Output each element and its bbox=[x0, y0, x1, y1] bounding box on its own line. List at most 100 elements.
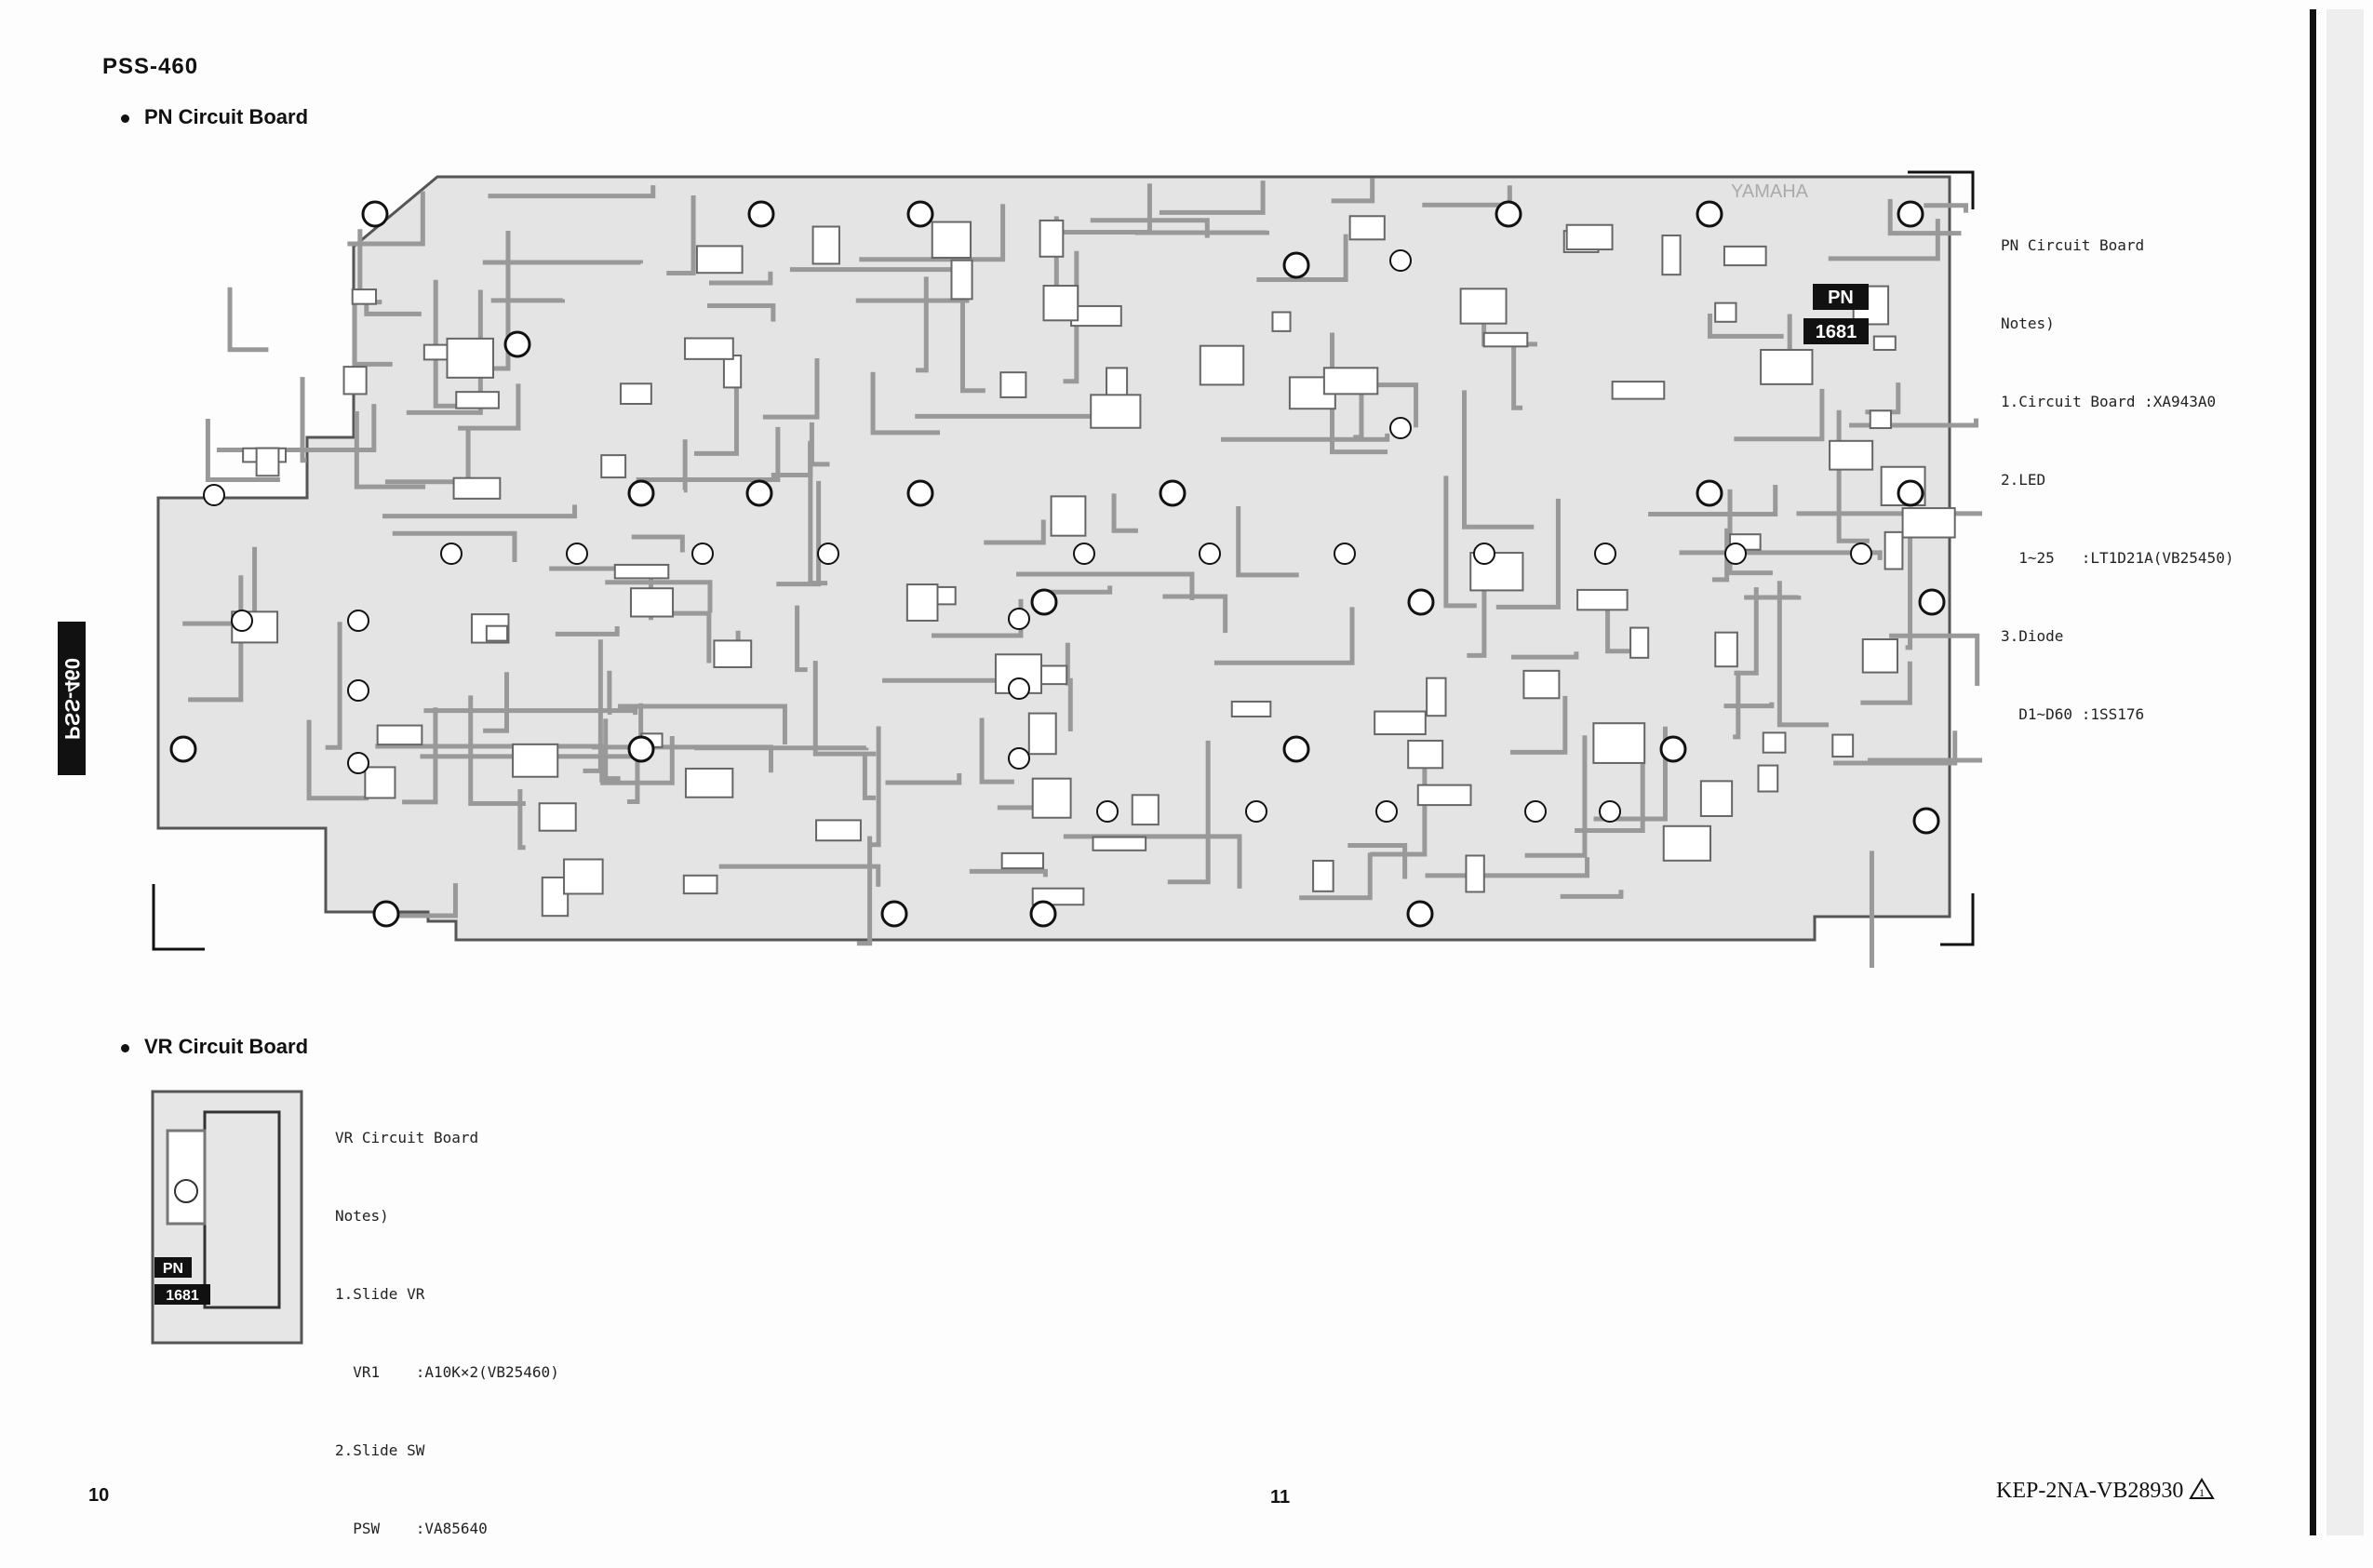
maker-mark: YAMAHA bbox=[1731, 181, 1809, 202]
solder-pad bbox=[1272, 312, 1290, 330]
solder-pad bbox=[1613, 382, 1665, 399]
pn-section-title: PN Circuit Board bbox=[121, 105, 308, 129]
pn-section-title-text: PN Circuit Board bbox=[144, 105, 308, 128]
led-symbol bbox=[1595, 543, 1616, 564]
solder-pad bbox=[1418, 785, 1471, 805]
led-symbol bbox=[1390, 418, 1411, 438]
solder-pad bbox=[1427, 678, 1445, 717]
led-symbol bbox=[204, 485, 224, 505]
note-line: Notes) bbox=[335, 1203, 559, 1229]
solder-pad bbox=[1133, 795, 1159, 824]
mounting-hole bbox=[629, 737, 653, 761]
vr-circuit-board: PN 1681 bbox=[149, 1084, 307, 1349]
led-symbol bbox=[232, 610, 252, 631]
led-symbol bbox=[1525, 801, 1546, 822]
note-line: 1~25 :LT1D21A(VB25450) bbox=[2001, 545, 2233, 571]
solder-pad bbox=[257, 449, 279, 476]
solder-pad bbox=[365, 767, 395, 797]
solder-pad bbox=[1091, 395, 1140, 427]
note-line: 2.LED bbox=[2001, 467, 2233, 493]
solder-pad bbox=[1466, 855, 1483, 891]
document-code: KEP-2NA-VB28930 1 bbox=[1996, 1478, 2215, 1504]
solder-pad bbox=[1408, 741, 1442, 768]
vr-section-title: VR Circuit Board bbox=[121, 1035, 308, 1059]
solder-pad bbox=[378, 726, 422, 745]
binding-bar bbox=[2310, 9, 2316, 1535]
solder-pad bbox=[454, 478, 501, 499]
vr-notes: VR Circuit Board Notes) 1.Slide VR VR1 :… bbox=[335, 1073, 559, 1568]
led-symbol bbox=[1725, 543, 1746, 564]
led-symbol bbox=[1009, 678, 1029, 699]
mounting-hole bbox=[1898, 202, 1923, 226]
document-code-text: KEP-2NA-VB28930 bbox=[1996, 1479, 2183, 1503]
solder-pad bbox=[1523, 671, 1559, 698]
mounting-hole bbox=[1697, 202, 1722, 226]
solder-pad bbox=[932, 222, 971, 258]
solder-pad bbox=[615, 565, 669, 578]
solder-pad bbox=[540, 803, 576, 830]
vr-pn-label: PN bbox=[163, 1261, 183, 1277]
solder-pad bbox=[1313, 861, 1334, 891]
warning-triangle-icon: 1 bbox=[2189, 1478, 2215, 1500]
note-line: VR Circuit Board bbox=[335, 1125, 559, 1151]
solder-pad bbox=[1000, 372, 1026, 397]
solder-pad bbox=[1052, 496, 1086, 535]
note-line: Notes) bbox=[2001, 311, 2233, 337]
mounting-hole bbox=[171, 737, 195, 761]
bullet-icon bbox=[121, 1044, 129, 1052]
led-symbol bbox=[1246, 801, 1267, 822]
solder-pad bbox=[1662, 235, 1680, 275]
solder-pad bbox=[1200, 346, 1243, 385]
mounting-hole bbox=[908, 481, 932, 505]
copper-trace bbox=[230, 288, 268, 350]
copper-trace bbox=[608, 671, 610, 713]
solder-pad bbox=[686, 769, 732, 797]
mounting-hole bbox=[1408, 902, 1432, 926]
solder-pad bbox=[1093, 838, 1146, 851]
solder-pad bbox=[1885, 532, 1903, 570]
solder-pad bbox=[714, 640, 751, 667]
copper-trace bbox=[491, 299, 563, 300]
pn-board-code: 1681 bbox=[1816, 322, 1857, 342]
solder-pad bbox=[456, 392, 499, 408]
model-title: PSS-460 bbox=[102, 54, 198, 80]
note-line: 1.Slide VR bbox=[335, 1281, 559, 1307]
solder-pad bbox=[951, 261, 972, 300]
mounting-hole bbox=[882, 902, 906, 926]
mounting-hole bbox=[363, 202, 387, 226]
mounting-hole bbox=[1031, 902, 1055, 926]
solder-pad bbox=[353, 289, 376, 304]
led-symbol bbox=[348, 610, 369, 631]
solder-pad bbox=[447, 339, 493, 378]
mounting-hole bbox=[1898, 481, 1923, 505]
pn-notes: PN Circuit Board Notes) 1.Circuit Board … bbox=[2001, 181, 2233, 754]
mounting-hole bbox=[1661, 737, 1685, 761]
solder-pad bbox=[1715, 303, 1736, 322]
copper-trace bbox=[1135, 231, 1267, 233]
mounting-hole bbox=[1496, 202, 1521, 226]
led-symbol bbox=[1390, 250, 1411, 271]
led-symbol bbox=[1097, 801, 1118, 822]
mounting-hole bbox=[1284, 253, 1308, 277]
svg-text:1: 1 bbox=[2199, 1486, 2205, 1499]
solder-pad bbox=[1830, 441, 1872, 470]
solder-pad bbox=[697, 246, 743, 273]
solder-pad bbox=[1350, 216, 1385, 239]
led-symbol bbox=[567, 543, 587, 564]
mounting-hole bbox=[1914, 809, 1938, 833]
solder-pad bbox=[1033, 779, 1071, 818]
solder-pad bbox=[621, 383, 651, 404]
solder-pad bbox=[1374, 712, 1426, 734]
pn-board-label: PN bbox=[1828, 288, 1854, 308]
mounting-hole bbox=[749, 202, 773, 226]
solder-pad bbox=[1903, 508, 1955, 537]
solder-pad bbox=[1232, 702, 1271, 717]
side-tab-label: PSS-460 bbox=[60, 657, 84, 739]
solder-pad bbox=[631, 588, 673, 616]
note-line: PN Circuit Board bbox=[2001, 233, 2233, 259]
solder-pad bbox=[685, 338, 733, 358]
copper-trace bbox=[684, 439, 685, 490]
note-line: 1.Circuit Board :XA943A0 bbox=[2001, 389, 2233, 415]
led-symbol bbox=[1334, 543, 1355, 564]
led-symbol bbox=[1376, 801, 1397, 822]
